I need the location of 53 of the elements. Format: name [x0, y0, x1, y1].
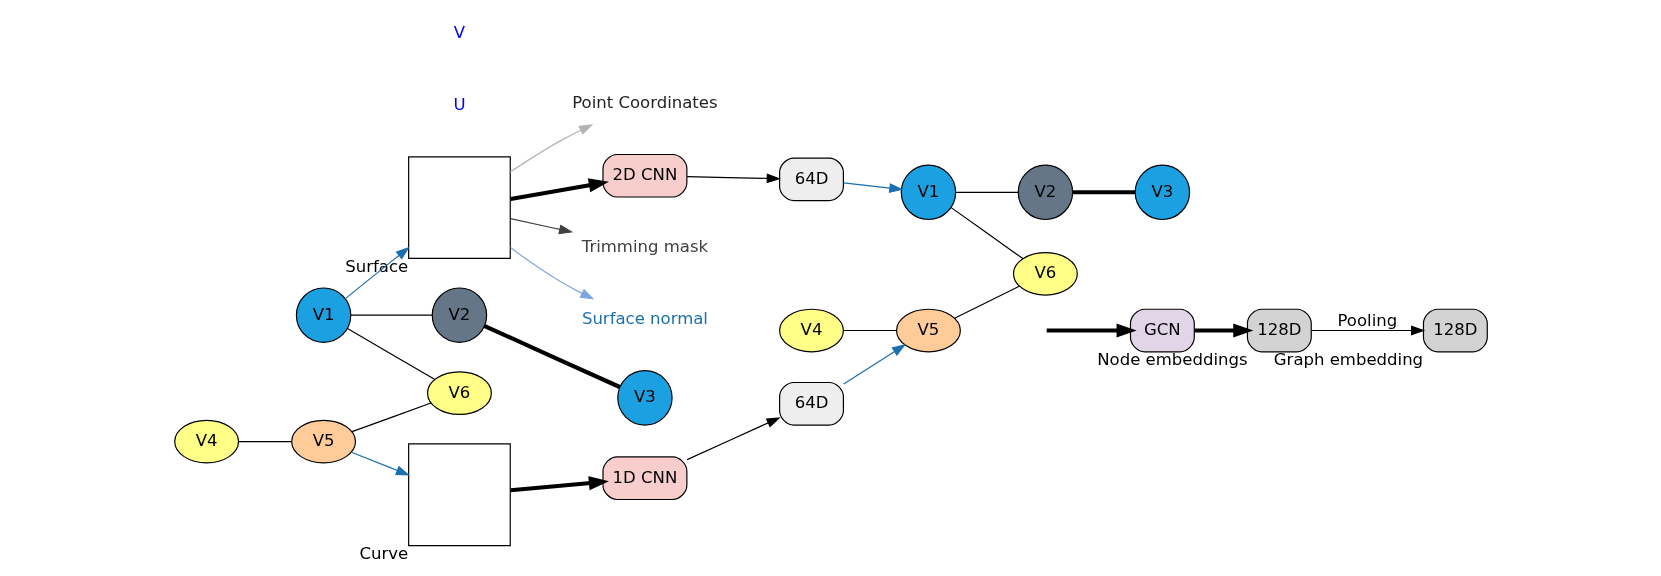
node-circle: V1 [295, 287, 351, 343]
arrow [686, 173, 781, 184]
connector [351, 402, 432, 433]
node-circle: V3 [1134, 164, 1190, 221]
node-circle: V3 [616, 370, 673, 426]
arrow [842, 182, 903, 193]
node-circle: V1 [900, 164, 956, 221]
connector [950, 207, 1023, 260]
node-ellipse: V5 [290, 419, 356, 464]
connector [954, 191, 1019, 193]
node-text: Point Coordinates [571, 93, 718, 113]
arrow [509, 246, 594, 300]
node-label: Curve [358, 543, 408, 563]
node-circle: V2 [431, 287, 487, 343]
node-ellipse: V4 [778, 308, 844, 353]
arrow [1194, 323, 1253, 338]
node-box: 128D [1422, 308, 1488, 353]
connector [842, 329, 897, 332]
arrow [509, 476, 609, 493]
node-label: Node embeddings [1096, 350, 1248, 370]
edge-label: Pooling [1337, 311, 1397, 331]
node-circle: V2 [1017, 164, 1073, 221]
node-box: GCN [1129, 308, 1195, 353]
connector [349, 314, 433, 316]
node-text: Surface normal [581, 309, 708, 329]
node-box [407, 156, 511, 260]
connector [953, 285, 1020, 319]
label: U [452, 95, 465, 115]
connector [1072, 190, 1135, 195]
node-box: 128D [1246, 308, 1312, 353]
node-ellipse: V6 [426, 371, 492, 415]
arrow [686, 417, 781, 461]
node-ellipse: V6 [1012, 251, 1078, 296]
arrow [842, 344, 906, 385]
label: V [453, 23, 465, 43]
connector [346, 327, 435, 380]
arrow [509, 124, 593, 173]
node-label: Graph embedding [1273, 350, 1423, 370]
node-box: 2D CNN [601, 153, 687, 198]
connector [482, 323, 621, 389]
node-box: 64D [778, 157, 844, 202]
arrow [509, 218, 573, 235]
arrow [350, 451, 410, 476]
arrow [509, 178, 609, 201]
node-text: Trimming mask [581, 237, 708, 257]
arrow [1310, 325, 1425, 336]
connector [237, 441, 292, 443]
node-ellipse: V5 [895, 308, 961, 353]
node-ellipse: V4 [173, 419, 239, 464]
node-box: 64D [778, 381, 844, 426]
node-box [407, 443, 511, 547]
arrow [1046, 323, 1137, 338]
node-box: 1D CNN [601, 456, 687, 501]
